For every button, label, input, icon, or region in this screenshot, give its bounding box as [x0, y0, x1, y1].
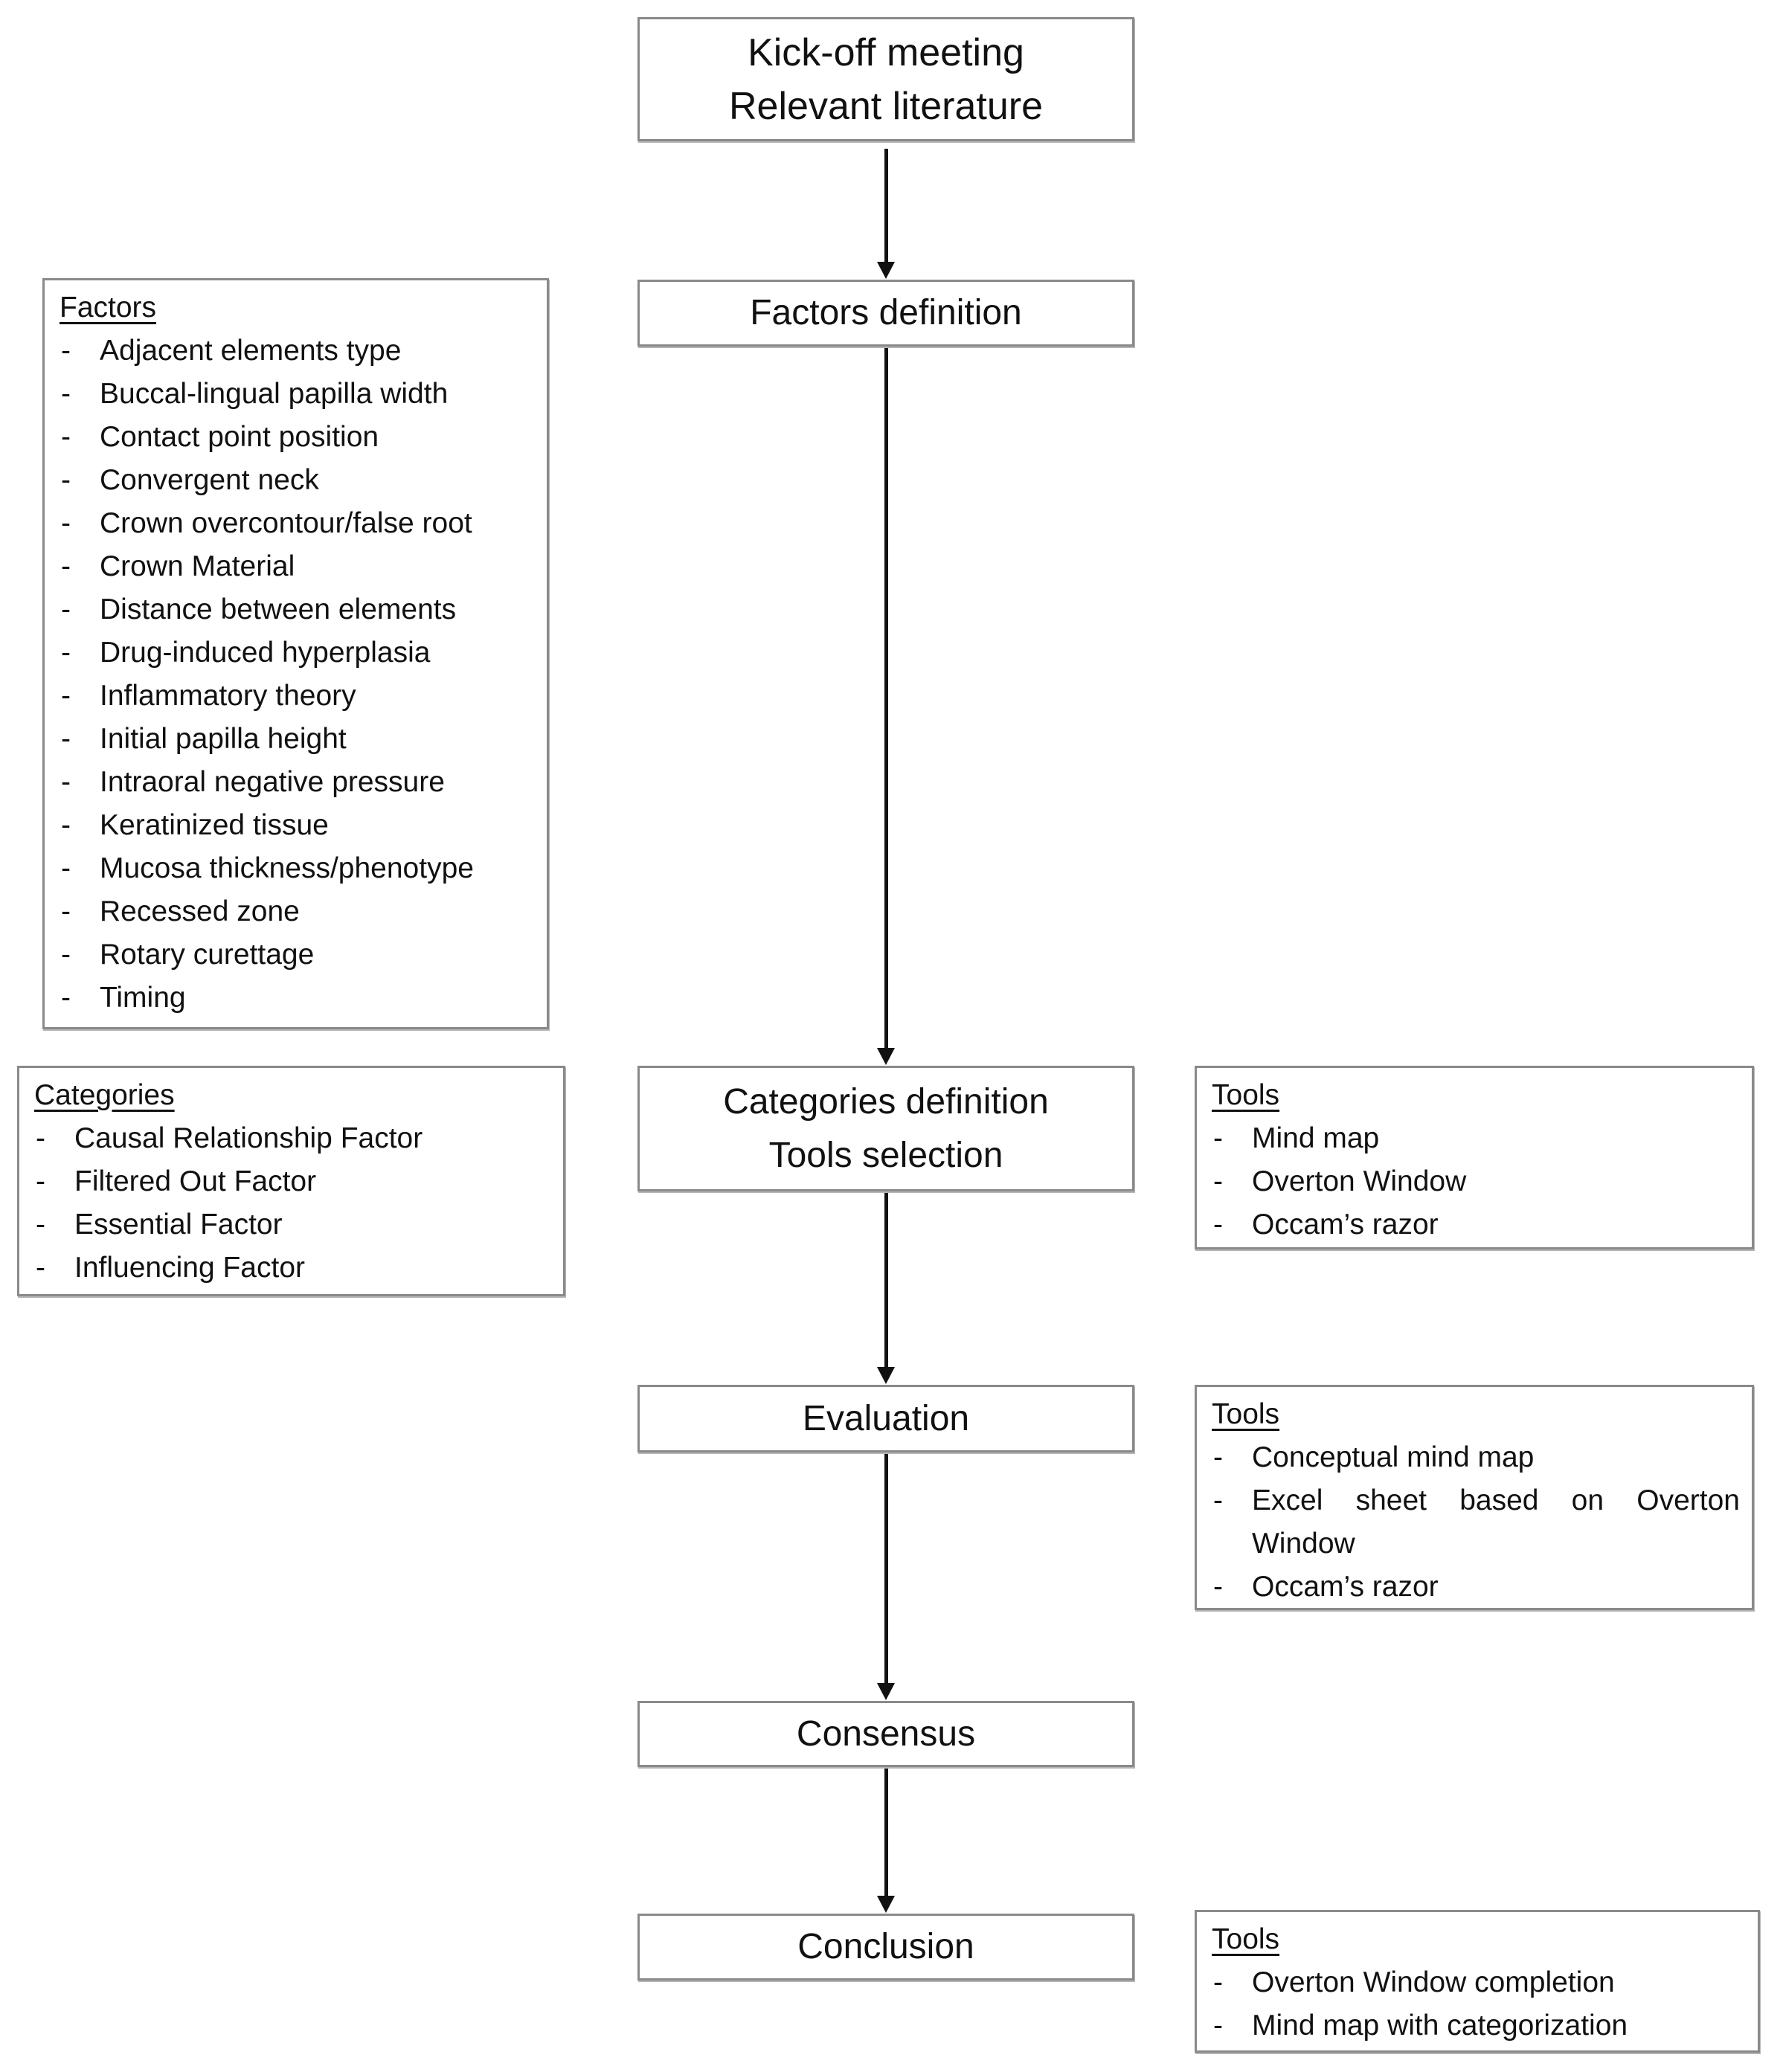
- list-item: Initial papilla height: [60, 718, 535, 761]
- arrow-head-icon: [877, 1048, 895, 1065]
- list-item: Occam’s razor: [1212, 1566, 1740, 1609]
- tools-selection-panel: Tools Mind map Overton Window Occam’s ra…: [1195, 1066, 1754, 1249]
- tools-conclusion-list: Overton Window completion Mind map with …: [1212, 1961, 1746, 2047]
- list-item: Contact point position: [60, 416, 535, 459]
- flow-node-factors-definition: Factors definition: [637, 280, 1134, 347]
- flow-node-kickoff: Kick-off meeting Relevant literature: [637, 17, 1134, 141]
- arrow-head-icon: [877, 1683, 895, 1700]
- kickoff-line2: Relevant literature: [729, 84, 1043, 128]
- arrow-head-icon: [877, 262, 895, 279]
- factors-panel-title: Factors: [60, 292, 157, 324]
- list-item: Mind map: [1212, 1117, 1740, 1160]
- factors-definition-label: Factors definition: [750, 293, 1022, 332]
- categories-definition-line: Categories definition: [723, 1081, 1049, 1122]
- list-item: Convergent neck: [60, 459, 535, 502]
- arrow-head-icon: [877, 1896, 895, 1913]
- tools-conclusion-panel: Tools Overton Window completion Mind map…: [1195, 1910, 1760, 2053]
- list-item: Crown Material: [60, 545, 535, 588]
- list-item: Drug-induced hyperplasia: [60, 631, 535, 675]
- list-item: Overton Window: [1212, 1160, 1740, 1203]
- arrow-line: [884, 1454, 888, 1683]
- tools-selection-panel-title: Tools: [1212, 1079, 1280, 1111]
- list-item: Keratinized tissue: [60, 804, 535, 847]
- arrow-head-icon: [877, 1367, 895, 1384]
- list-item: Conceptual mind map: [1212, 1436, 1740, 1479]
- list-item: Essential Factor: [34, 1203, 551, 1246]
- arrow-line: [884, 1769, 888, 1896]
- list-item: Distance between elements: [60, 588, 535, 631]
- list-item: Mucosa thickness/phenotype: [60, 847, 535, 890]
- arrow-line: [884, 149, 888, 262]
- list-item: Overton Window completion: [1212, 1961, 1746, 2004]
- list-item: Buccal-lingual papilla width: [60, 373, 535, 416]
- flow-node-conclusion: Conclusion: [637, 1914, 1134, 1981]
- list-item: Filtered Out Factor: [34, 1160, 551, 1203]
- tools-conclusion-panel-title: Tools: [1212, 1923, 1280, 1955]
- list-item: Inflammatory theory: [60, 675, 535, 718]
- list-item: Intraoral negative pressure: [60, 761, 535, 804]
- kickoff-line1: Kick-off meeting: [748, 30, 1024, 74]
- categories-panel-title: Categories: [34, 1079, 175, 1111]
- list-item: Adjacent elements type: [60, 329, 535, 373]
- list-item: Rotary curettage: [60, 933, 535, 977]
- factors-list: Adjacent elements type Buccal-lingual pa…: [60, 329, 535, 1020]
- flow-node-categories-definition-tools-selection: Categories definition Tools selection: [637, 1066, 1134, 1191]
- arrow-line: [884, 348, 888, 1048]
- evaluation-label: Evaluation: [802, 1398, 970, 1438]
- list-item: Excel sheet based on Overton Window: [1212, 1479, 1740, 1566]
- consensus-label: Consensus: [796, 1714, 976, 1754]
- list-item: Mind map with categorization: [1212, 2004, 1746, 2047]
- tools-evaluation-panel: Tools Conceptual mind map Excel sheet ba…: [1195, 1385, 1754, 1610]
- factors-panel: Factors Adjacent elements type Buccal-li…: [42, 278, 549, 1029]
- flow-node-consensus: Consensus: [637, 1701, 1134, 1767]
- tools-evaluation-panel-title: Tools: [1212, 1398, 1280, 1430]
- list-item: Recessed zone: [60, 890, 535, 933]
- tools-selection-line: Tools selection: [768, 1135, 1003, 1175]
- categories-panel: Categories Causal Relationship Factor Fi…: [17, 1066, 565, 1296]
- arrow-line: [884, 1193, 888, 1367]
- tools-evaluation-list: Conceptual mind map Excel sheet based on…: [1212, 1436, 1740, 1609]
- tools-selection-list: Mind map Overton Window Occam’s razor: [1212, 1117, 1740, 1246]
- conclusion-label: Conclusion: [797, 1927, 974, 1966]
- list-item: Occam’s razor: [1212, 1203, 1740, 1246]
- list-item: Crown overcontour/false root: [60, 502, 535, 545]
- flow-node-evaluation: Evaluation: [637, 1385, 1134, 1452]
- list-item: Timing: [60, 977, 535, 1020]
- list-item: Influencing Factor: [34, 1246, 551, 1290]
- list-item: Causal Relationship Factor: [34, 1117, 551, 1160]
- categories-list: Causal Relationship Factor Filtered Out …: [34, 1117, 551, 1290]
